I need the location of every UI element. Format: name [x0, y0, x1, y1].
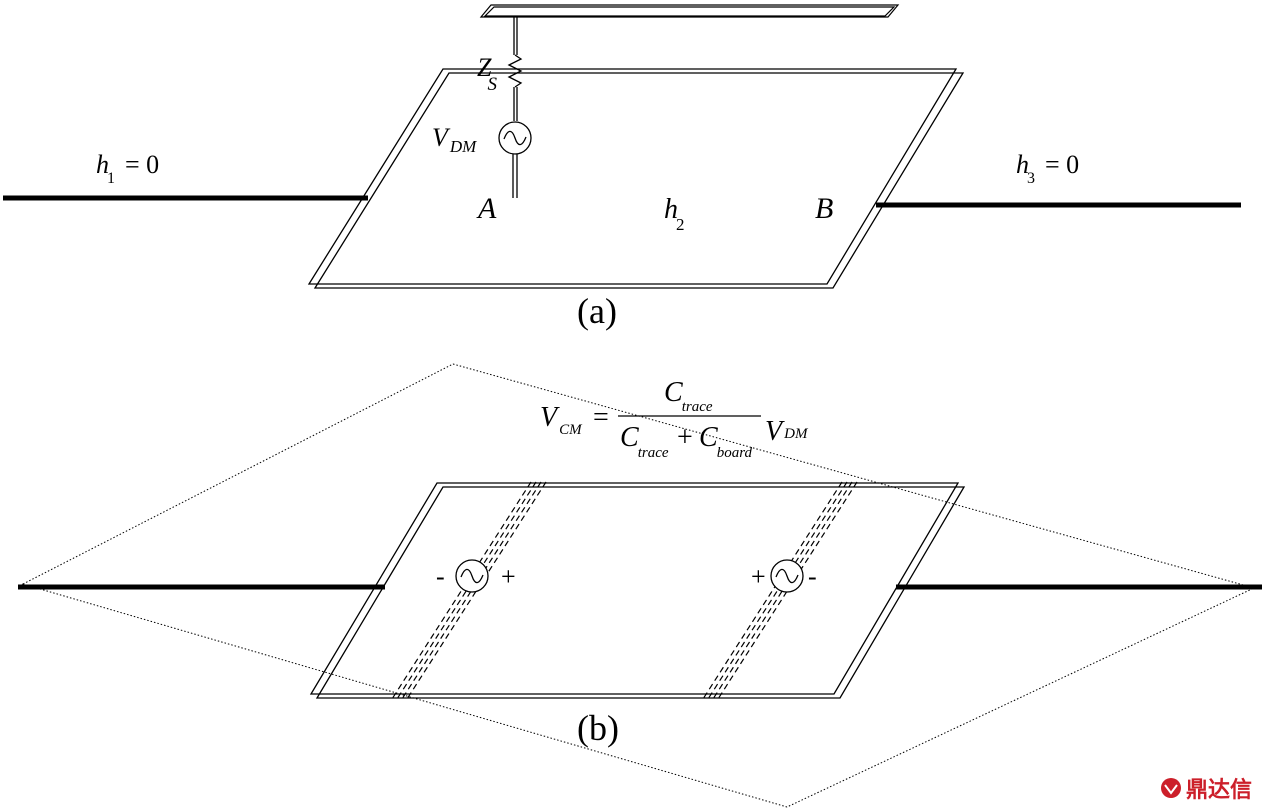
right-source-icon [770, 559, 804, 593]
dotted-plane [21, 363, 1256, 808]
h3-label: h3= 0 [1016, 150, 1079, 187]
watermark-logo-icon [1161, 778, 1181, 798]
svg-text:=: = [593, 402, 609, 433]
left-source-minus: - [436, 562, 445, 591]
svg-text:Ctrace: Ctrace [620, 422, 669, 461]
caption-a: (a) [577, 291, 617, 331]
left-source-icon [455, 559, 489, 593]
left-source-plus: + [501, 562, 516, 591]
watermark: 鼎达信 [1161, 777, 1252, 803]
source-vdm [498, 121, 532, 198]
svg-text:VCM: VCM [540, 402, 583, 438]
plate-a [307, 68, 965, 289]
node-a-label: A [476, 192, 497, 225]
left-trace-band [391, 481, 547, 700]
svg-text:Ctrace: Ctrace [664, 377, 713, 415]
watermark-text: 鼎达信 [1186, 777, 1252, 803]
caption-b: (b) [577, 708, 619, 748]
plate-b [309, 482, 966, 699]
impedance-branch [507, 17, 523, 121]
h1-label: h1= 0 [96, 150, 159, 187]
node-b-label: B [815, 192, 833, 225]
top-strip [479, 4, 900, 18]
right-source-minus: - [808, 562, 817, 591]
right-trace-band [702, 481, 858, 700]
svg-text:VDM: VDM [765, 416, 809, 447]
svg-text:+: + [677, 422, 693, 453]
svg-text:Cboard: Cboard [699, 422, 752, 461]
h2-label: h2 [664, 194, 685, 234]
right-source-plus: + [751, 562, 766, 591]
